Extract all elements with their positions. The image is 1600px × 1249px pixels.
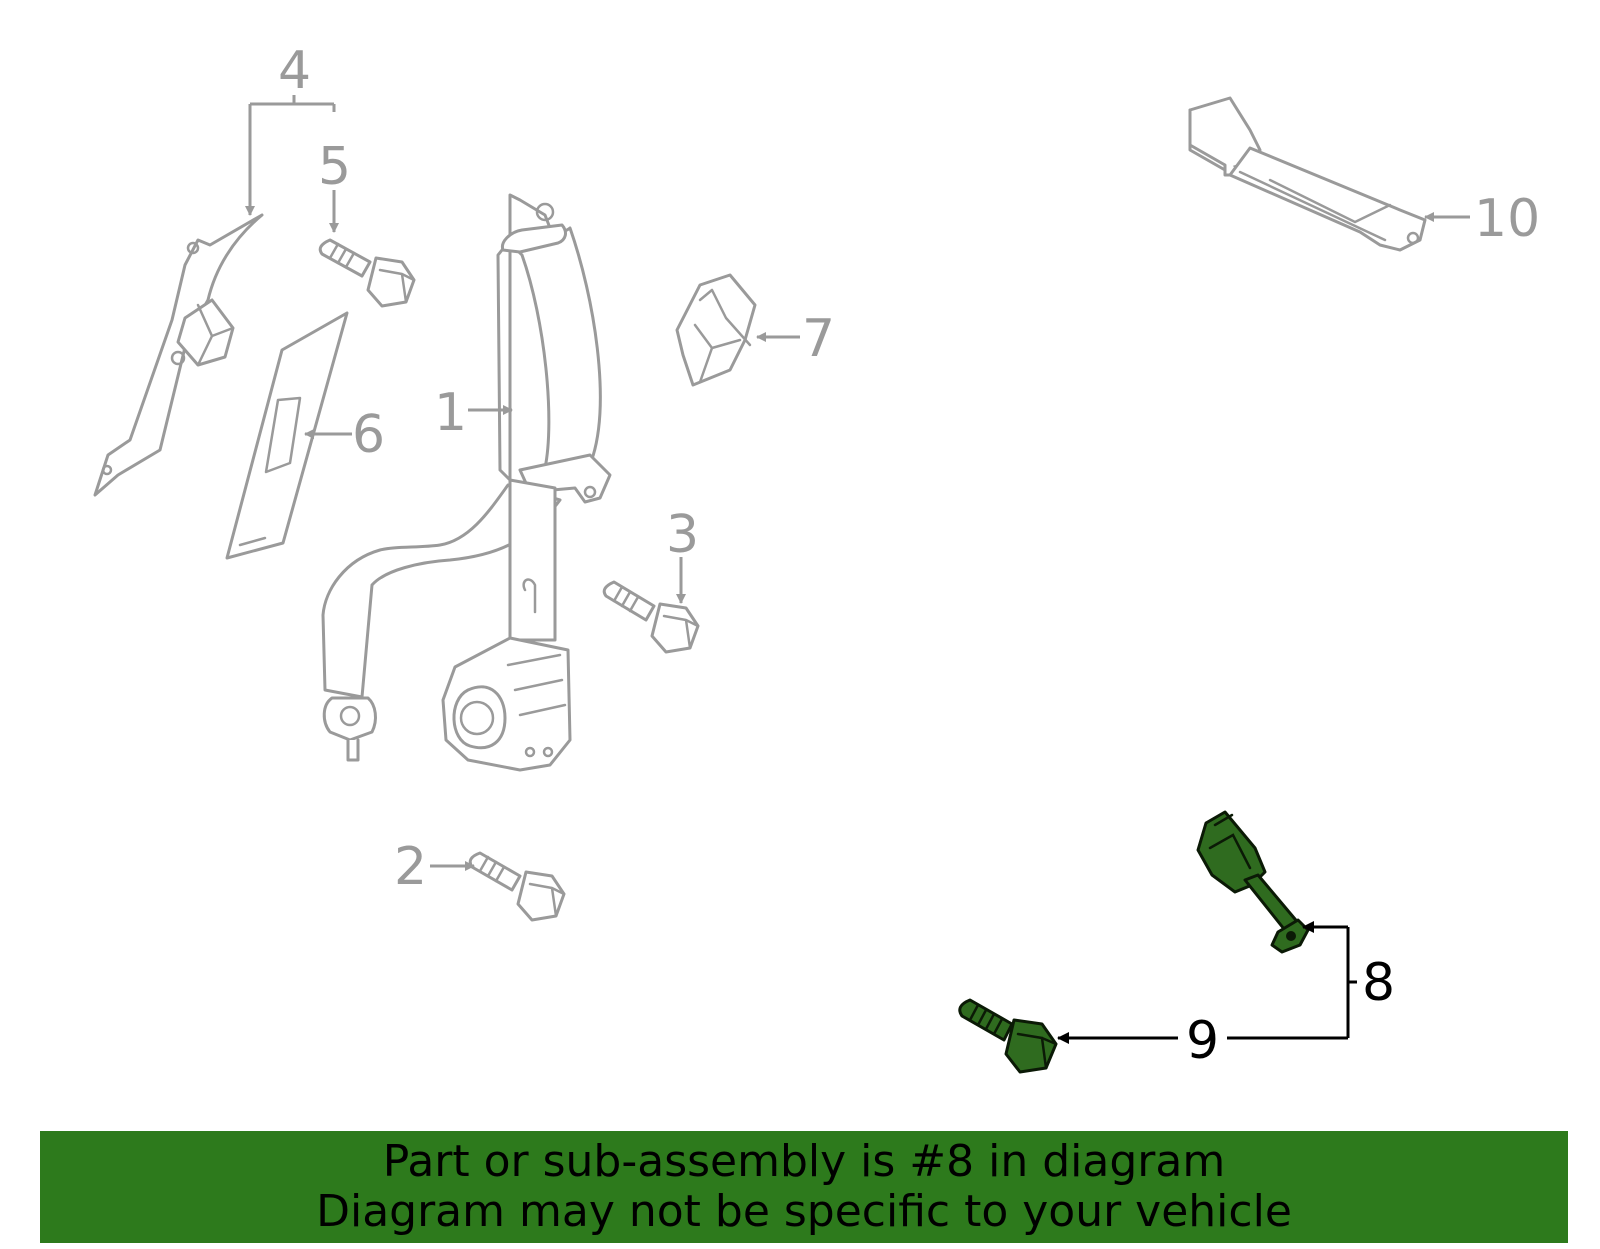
- callout-2: 2: [394, 837, 427, 897]
- callout-9: 9: [1186, 1011, 1219, 1071]
- bolt-3: [602, 580, 700, 654]
- callout-3: 3: [666, 505, 699, 565]
- callout-7: 7: [802, 309, 835, 369]
- callout-10: 10: [1474, 189, 1540, 249]
- bolt-5: [318, 238, 416, 308]
- bolt-9: [958, 998, 1058, 1074]
- callout-4: 4: [278, 41, 311, 101]
- callout-5: 5: [318, 137, 351, 197]
- callout-8: 8: [1362, 953, 1395, 1013]
- buckle-strap-10: [1188, 96, 1427, 252]
- notice-line-2: Diagram may not be specific to your vehi…: [316, 1186, 1292, 1237]
- callout-1: 1: [434, 383, 467, 443]
- bolt-2: [468, 851, 566, 922]
- cap-7: [675, 273, 757, 387]
- notice-line-1: Part or sub-assembly is #8 in diagram: [382, 1136, 1226, 1187]
- callout-leaders: [245, 95, 1470, 1044]
- notice-banner: Part or sub-assembly is #8 in diagram Di…: [40, 1131, 1568, 1243]
- seat-belt-assembly: [321, 193, 612, 772]
- callout-6: 6: [352, 405, 385, 465]
- buckle-8: [1196, 810, 1310, 954]
- cover-plate: [225, 311, 349, 560]
- upper-anchor-bracket: [93, 213, 264, 497]
